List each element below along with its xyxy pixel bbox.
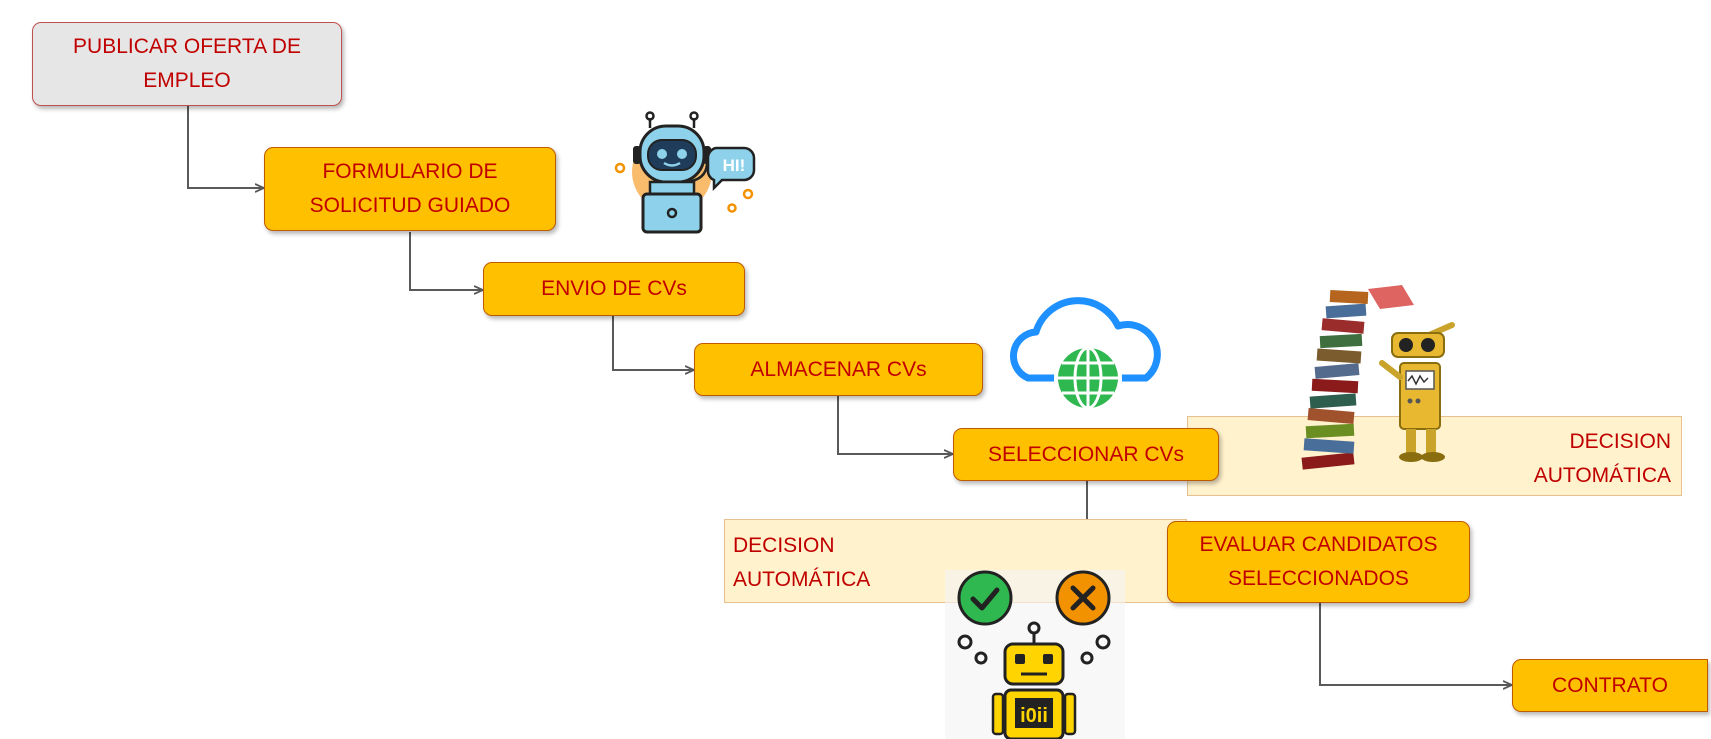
step-evaluar-candidatos-line2: SELECCIONADOS: [1228, 567, 1409, 590]
step-formulario-solicitud[interactable]: FORMULARIO DE SOLICITUD GUIADO: [264, 147, 556, 231]
step-almacenar-cvs-label: ALMACENAR CVs: [750, 357, 927, 381]
decision-note-right-line2: AUTOMÁTICA: [1533, 464, 1671, 487]
step-seleccionar-cvs-label: SELECCIONAR CVs: [987, 442, 1185, 466]
connector-almacenar-seleccionar: [837, 396, 953, 454]
cloud-globe-illustration: [1009, 297, 1161, 412]
step-evaluar-candidatos-line1: EVALUAR CANDIDATOS: [1199, 533, 1438, 556]
decision-robot-illustration: i0ii: [945, 570, 1125, 739]
chatbot-illustration: HI!: [614, 111, 756, 234]
step-evaluar-candidatos[interactable]: EVALUAR CANDIDATOS SELECCIONADOS: [1167, 521, 1470, 603]
step-envio-cvs-label: ENVIO DE CVs: [541, 277, 687, 300]
connector-evaluar-contrato: [1319, 603, 1512, 685]
connector-formulario-envio: [409, 232, 483, 290]
step-contrato-label: CONTRATO: [1552, 673, 1668, 697]
step-almacenar-cvs[interactable]: ALMACENAR CVs: [694, 343, 983, 396]
step-formulario-solicitud-line1: FORMULARIO DE: [322, 160, 498, 183]
decision-note-left-line1: DECISION: [733, 534, 835, 557]
step-formulario-solicitud-line2: SOLICITUD GUIADO: [309, 194, 511, 217]
step-publicar-oferta-line1: PUBLICAR OFERTA DE: [73, 35, 301, 58]
decision-note-right: DECISION AUTOMÁTICA: [1187, 416, 1682, 496]
decision-note-right-line1: DECISION: [1569, 430, 1671, 453]
chatbot-bubble-text: HI!: [723, 156, 746, 175]
step-publicar-oferta-line2: EMPLEO: [143, 69, 231, 92]
decision-note-left-line2: AUTOMÁTICA: [733, 568, 871, 591]
step-envio-cvs[interactable]: ENVIO DE CVs: [483, 262, 745, 316]
svg-text:i0ii: i0ii: [1020, 705, 1048, 727]
step-publicar-oferta[interactable]: PUBLICAR OFERTA DE EMPLEO: [32, 22, 342, 106]
connector-publicar-formulario: [187, 106, 264, 188]
connector-envio-almacenar: [612, 316, 694, 370]
step-seleccionar-cvs[interactable]: SELECCIONAR CVs: [953, 428, 1219, 481]
step-contrato[interactable]: CONTRATO: [1512, 659, 1708, 712]
books-robot-illustration: [1301, 285, 1455, 470]
